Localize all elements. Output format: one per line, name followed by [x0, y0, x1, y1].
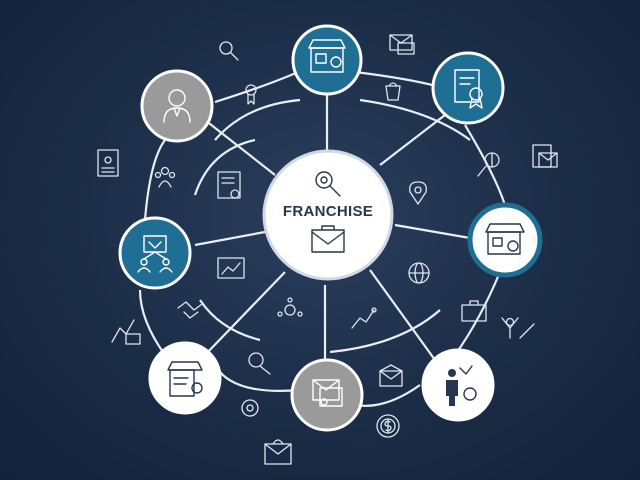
growth-tools-icon — [351, 307, 377, 329]
center-node[interactable]: FRANCHISE — [262, 149, 394, 281]
open-mail-icon — [379, 364, 403, 387]
business-person-icon — [446, 365, 477, 406]
storefront-node[interactable] — [291, 24, 363, 96]
briefcase-mail-icon — [311, 225, 345, 253]
contract-store-node[interactable] — [148, 341, 222, 415]
globe-icon — [408, 262, 430, 284]
spoke-certificate — [379, 114, 446, 166]
spoke-business — [369, 269, 436, 361]
arc-inner-top-left — [214, 98, 301, 141]
coins-icon — [248, 352, 271, 375]
certificate-icon — [454, 69, 483, 109]
arc-inner-bottom-left — [199, 299, 261, 342]
envelope-icon — [389, 34, 415, 55]
document-person-icon — [217, 171, 241, 199]
arc-network-person — [143, 139, 166, 221]
mail-document-icon — [312, 379, 343, 407]
connector-lines — [138, 57, 507, 407]
success-person-icon — [501, 317, 535, 339]
shop-badge-icon — [485, 223, 525, 255]
team-icon — [154, 166, 176, 188]
award-icon — [245, 84, 257, 105]
network-node[interactable] — [118, 216, 192, 290]
arc-inner-top-right — [359, 98, 471, 141]
arc-contract-network — [138, 289, 166, 356]
shop-badge-node[interactable] — [467, 202, 543, 278]
certificate-node[interactable] — [431, 51, 505, 125]
person-node[interactable] — [140, 69, 214, 143]
mail-document-node[interactable] — [290, 358, 364, 432]
handshake-icon — [177, 301, 203, 319]
arc-mail-contract — [219, 371, 301, 392]
arc-business-mail — [354, 384, 421, 407]
network-nodes-icon — [277, 297, 303, 317]
workers-icon — [111, 319, 141, 345]
business-person-node[interactable] — [421, 348, 495, 422]
id-badge-icon — [97, 149, 119, 177]
arc-shop-business — [454, 271, 502, 356]
spoke-shop — [394, 223, 471, 240]
mail-stack-icon — [532, 144, 558, 168]
spoke-contract — [204, 271, 286, 356]
target-icon — [241, 399, 259, 417]
network-icon — [137, 235, 173, 273]
location-gear-icon — [409, 181, 427, 205]
arc-certificate-shop — [464, 124, 507, 206]
handbag-icon — [385, 82, 401, 101]
person-icon — [163, 89, 191, 123]
storefront-icon — [308, 39, 346, 73]
arc-inner-left — [193, 138, 256, 196]
contract-store-icon — [167, 361, 203, 397]
arc-inner-bottom-right — [329, 309, 441, 354]
chart-board-icon — [217, 257, 245, 279]
dollar-gear-icon — [376, 414, 400, 438]
tools-icon — [477, 152, 500, 177]
briefcase-icon — [461, 300, 487, 322]
decorative-icons — [97, 34, 558, 465]
spoke-person — [204, 119, 276, 176]
mail-handbag-icon — [264, 439, 292, 465]
spoke-network — [194, 230, 266, 247]
magnifier-gear-icon — [315, 171, 341, 197]
search-icon — [219, 41, 239, 61]
center-label: FRANCHISE — [283, 203, 373, 220]
